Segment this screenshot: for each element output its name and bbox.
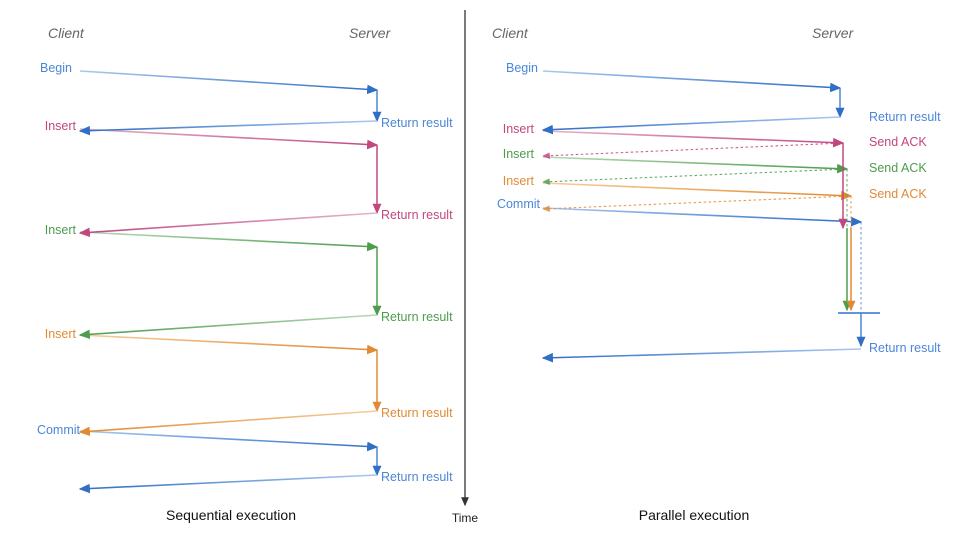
left-request-arrow-1 [79, 128, 379, 150]
left-response-arrow-0 [78, 120, 378, 136]
left-response-arrow-3 [78, 410, 378, 437]
left-request-arrow-0 [79, 70, 379, 95]
right-server-label-2: Send ACK [869, 161, 927, 175]
right-client-label-4: Commit [497, 197, 541, 211]
right-server-label-4: Return result [869, 341, 941, 355]
right-request-arrow-2 [542, 156, 849, 174]
left-header-client: Client [48, 25, 85, 41]
right-server-label-3: Send ACK [869, 187, 927, 201]
left-request-arrow-2 [79, 231, 379, 252]
left-client-label-4: Commit [37, 423, 81, 437]
left-request-arrow-4 [79, 430, 379, 452]
left-response-arrow-2 [78, 314, 378, 340]
caption-parallel: Parallel execution [639, 507, 750, 523]
right-request-arrow-4 [542, 207, 863, 227]
right-header-client: Client [492, 25, 529, 41]
right-request-arrow-1 [542, 130, 845, 148]
right-server-label-1: Send ACK [869, 135, 927, 149]
left-client-label-2: Insert [45, 223, 77, 237]
left-header-server: Server [349, 25, 392, 41]
right-panel-arrows [541, 70, 880, 363]
right-request-arrow-0 [542, 70, 842, 93]
right-ack-arrow-1 [542, 168, 848, 186]
left-server-label-2: Return result [381, 310, 453, 324]
caption-sequential: Sequential execution [166, 507, 296, 523]
left-client-label-0: Begin [40, 61, 72, 75]
left-response-arrow-1 [78, 212, 378, 238]
right-final-response-arrow [541, 348, 862, 363]
right-ack-arrow-2 [542, 195, 852, 213]
right-request-arrow-3 [542, 182, 853, 201]
right-client-label-2: Insert [503, 147, 535, 161]
left-server-label-1: Return result [381, 208, 453, 222]
left-panel-arrows [78, 70, 382, 494]
time-axis-label: Time [452, 511, 479, 525]
right-server-label-0: Return result [869, 110, 941, 124]
right-ack-arrow-0 [542, 142, 844, 160]
left-server-label-4: Return result [381, 470, 453, 484]
right-client-label-0: Begin [506, 61, 538, 75]
left-server-label-0: Return result [381, 116, 453, 130]
left-client-label-1: Insert [45, 119, 77, 133]
left-request-arrow-3 [79, 334, 379, 355]
right-first-response-arrow [541, 116, 841, 135]
right-header-server: Server [812, 25, 855, 41]
left-response-arrow-4 [78, 474, 378, 494]
left-server-label-3: Return result [381, 406, 453, 420]
left-client-label-3: Insert [45, 327, 77, 341]
right-client-label-3: Insert [503, 174, 535, 188]
right-client-label-1: Insert [503, 122, 535, 136]
